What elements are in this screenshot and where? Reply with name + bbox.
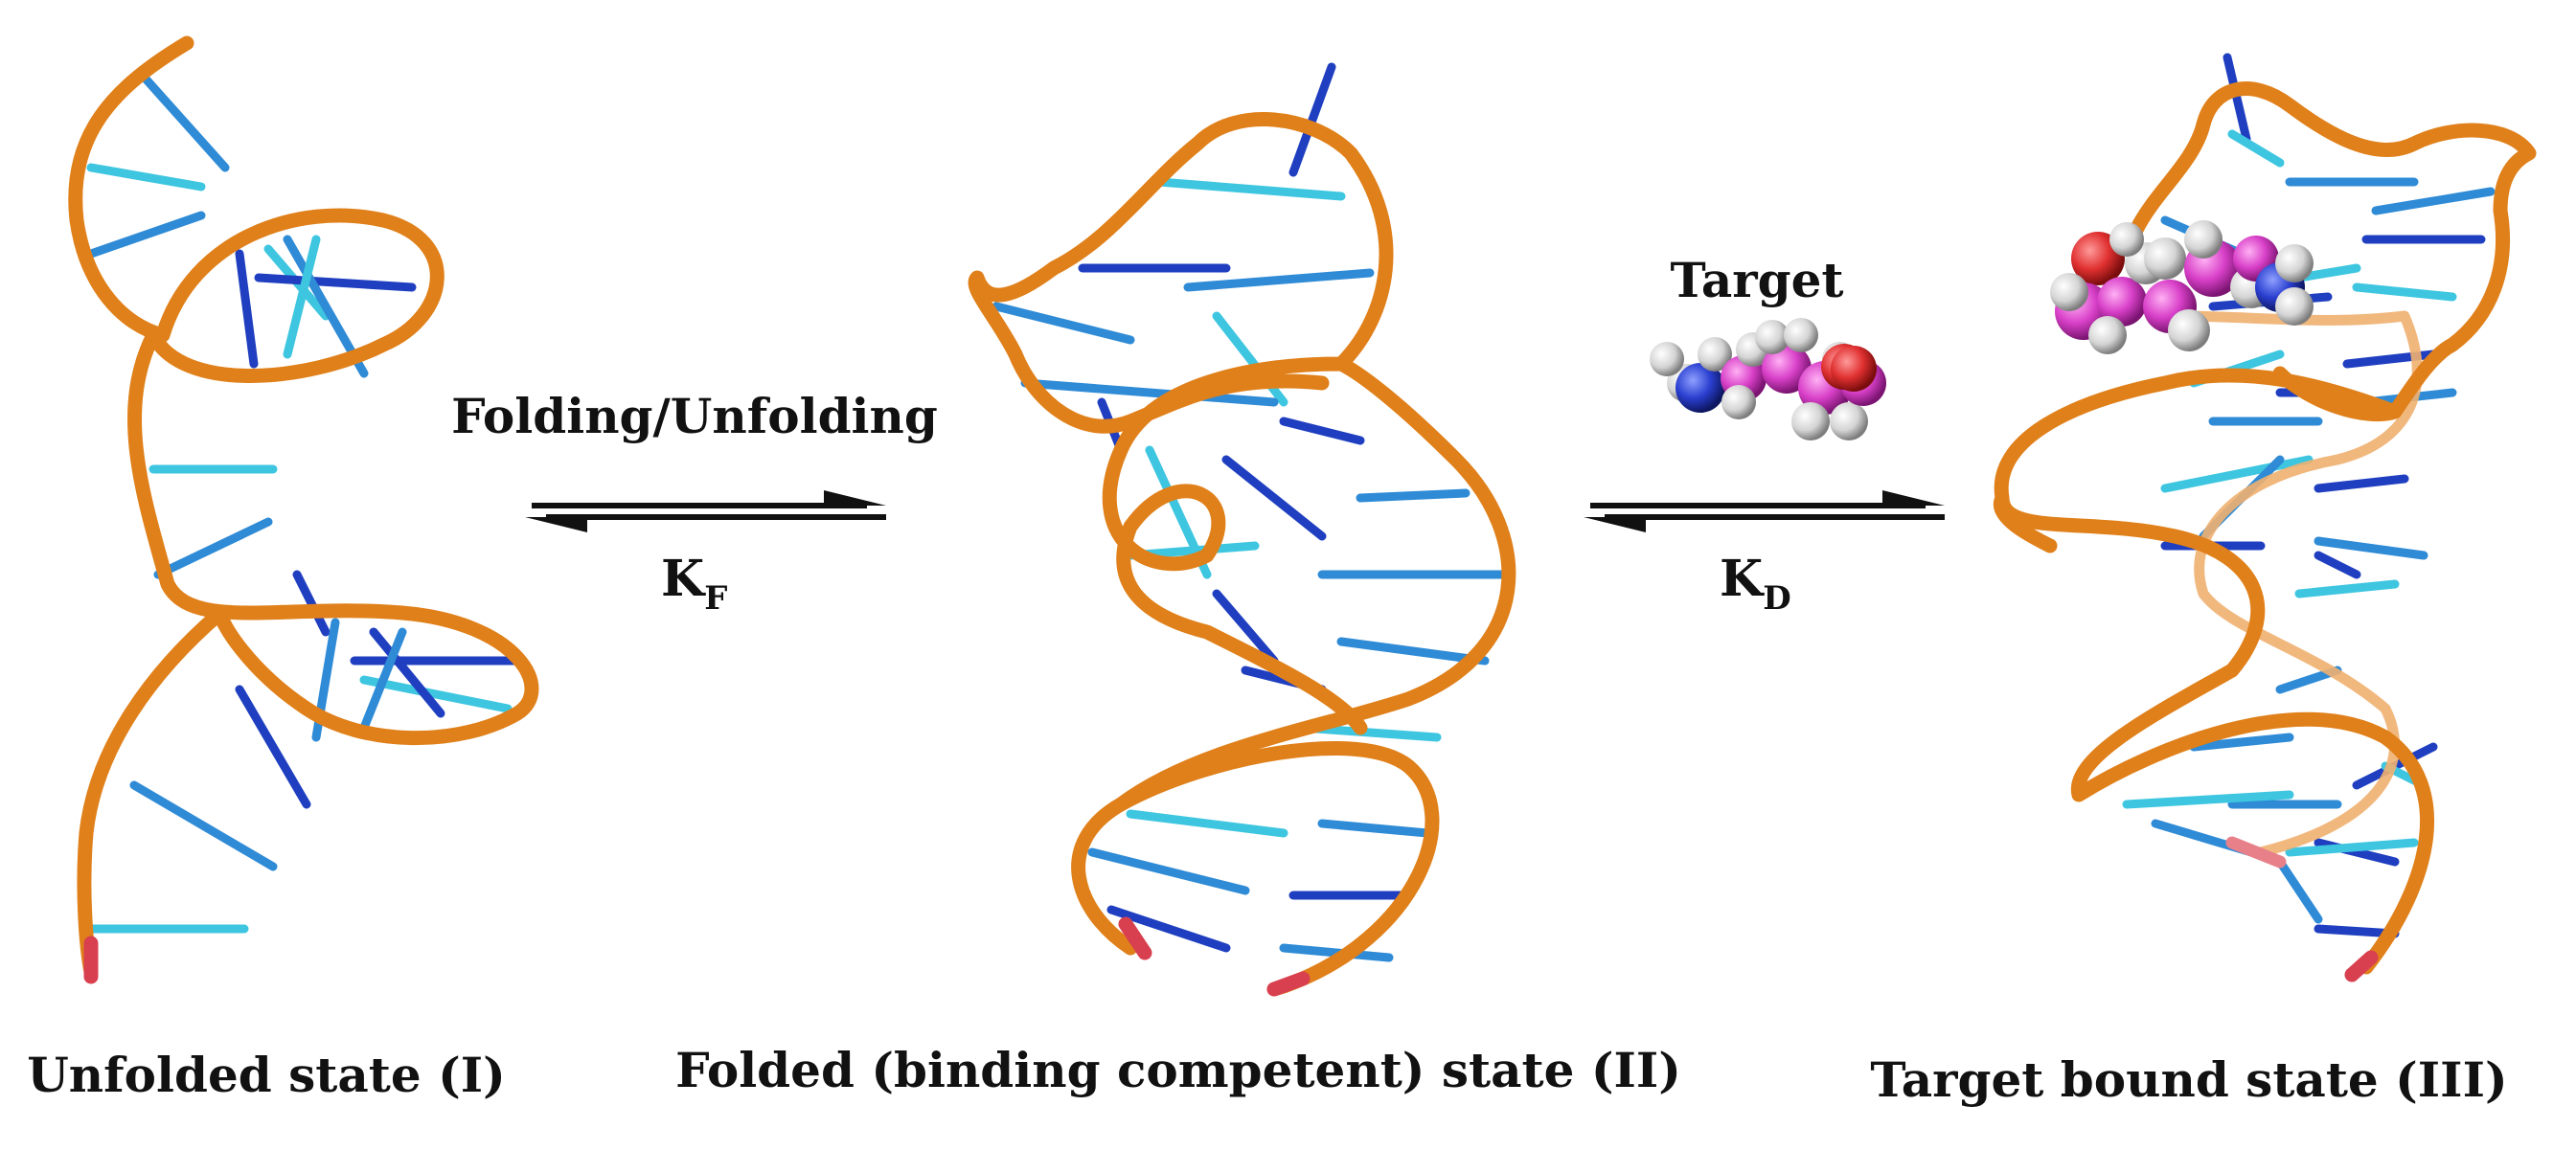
equilibrium-arrow-binding — [1584, 490, 1945, 532]
terminus-state3 — [2344, 950, 2379, 982]
unfolded-rna-structure — [68, 35, 539, 984]
terminus-state2-b — [1266, 971, 1311, 997]
equilibrium-arrow-folding — [525, 490, 886, 532]
state-2-caption: Folded (binding competent) state (II) — [675, 1042, 1681, 1098]
kd-label: KD — [1720, 550, 1791, 618]
backbone-state3 — [1994, 81, 2537, 975]
folded-rna-structure — [968, 62, 1516, 997]
free-target-molecule — [1650, 318, 1886, 440]
state-3-caption: Target bound state (III) — [1870, 1051, 2507, 1108]
target-label: Target — [1670, 252, 1843, 308]
backbone-state2 — [968, 112, 1516, 997]
folding-unfolding-label: Folding/Unfolding — [451, 388, 938, 444]
kf-label: KF — [661, 550, 727, 618]
terminus-state2-a — [1118, 916, 1152, 960]
backbone-state1 — [68, 35, 539, 980]
base-pairs-state1 — [86, 72, 522, 934]
target-bound-rna-structure — [1994, 53, 2537, 982]
terminus-state3-back — [2225, 836, 2287, 869]
base-pairs-state3 — [2122, 53, 2496, 938]
state-1-caption: Unfolded state (I) — [27, 1047, 506, 1103]
bound-target-molecule — [2050, 220, 2314, 354]
